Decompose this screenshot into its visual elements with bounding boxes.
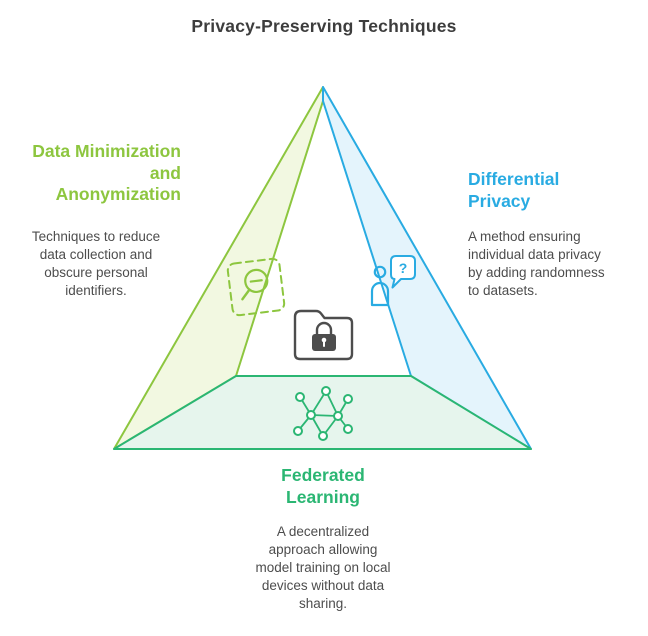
network-nodes-icon (293, 386, 353, 441)
minus-glyph (249, 279, 263, 283)
person-question-icon: ? (370, 255, 416, 307)
right-section-body: A method ensuring individual data privac… (468, 229, 605, 298)
folder-lock-icon (293, 309, 354, 361)
keyhole-dot (321, 337, 327, 343)
left-section-heading: Data Minimization and Anonymization (32, 141, 181, 204)
magnifier-minus-icon (226, 257, 286, 317)
person-body (370, 281, 390, 307)
bottom-section-body: A decentralized approach allowing model … (255, 524, 391, 611)
page-title: Privacy-Preserving Techniques (191, 16, 457, 36)
magnifier-lens (244, 268, 269, 294)
network-node-dots (293, 386, 353, 441)
magnifier-handle (241, 288, 251, 301)
question-bubble (390, 255, 416, 289)
lock-shackle (315, 321, 333, 336)
bottom-section-heading: Federated Learning (281, 465, 365, 507)
dashed-frame (226, 257, 286, 317)
left-section-body: Techniques to reduce data collection and… (31, 229, 161, 298)
person-head (373, 265, 387, 279)
question-mark-text: ? (399, 260, 408, 276)
right-section-heading: Differential Privacy (468, 169, 560, 211)
folder-outline (293, 309, 354, 361)
bottom-band-shape (113, 375, 532, 450)
